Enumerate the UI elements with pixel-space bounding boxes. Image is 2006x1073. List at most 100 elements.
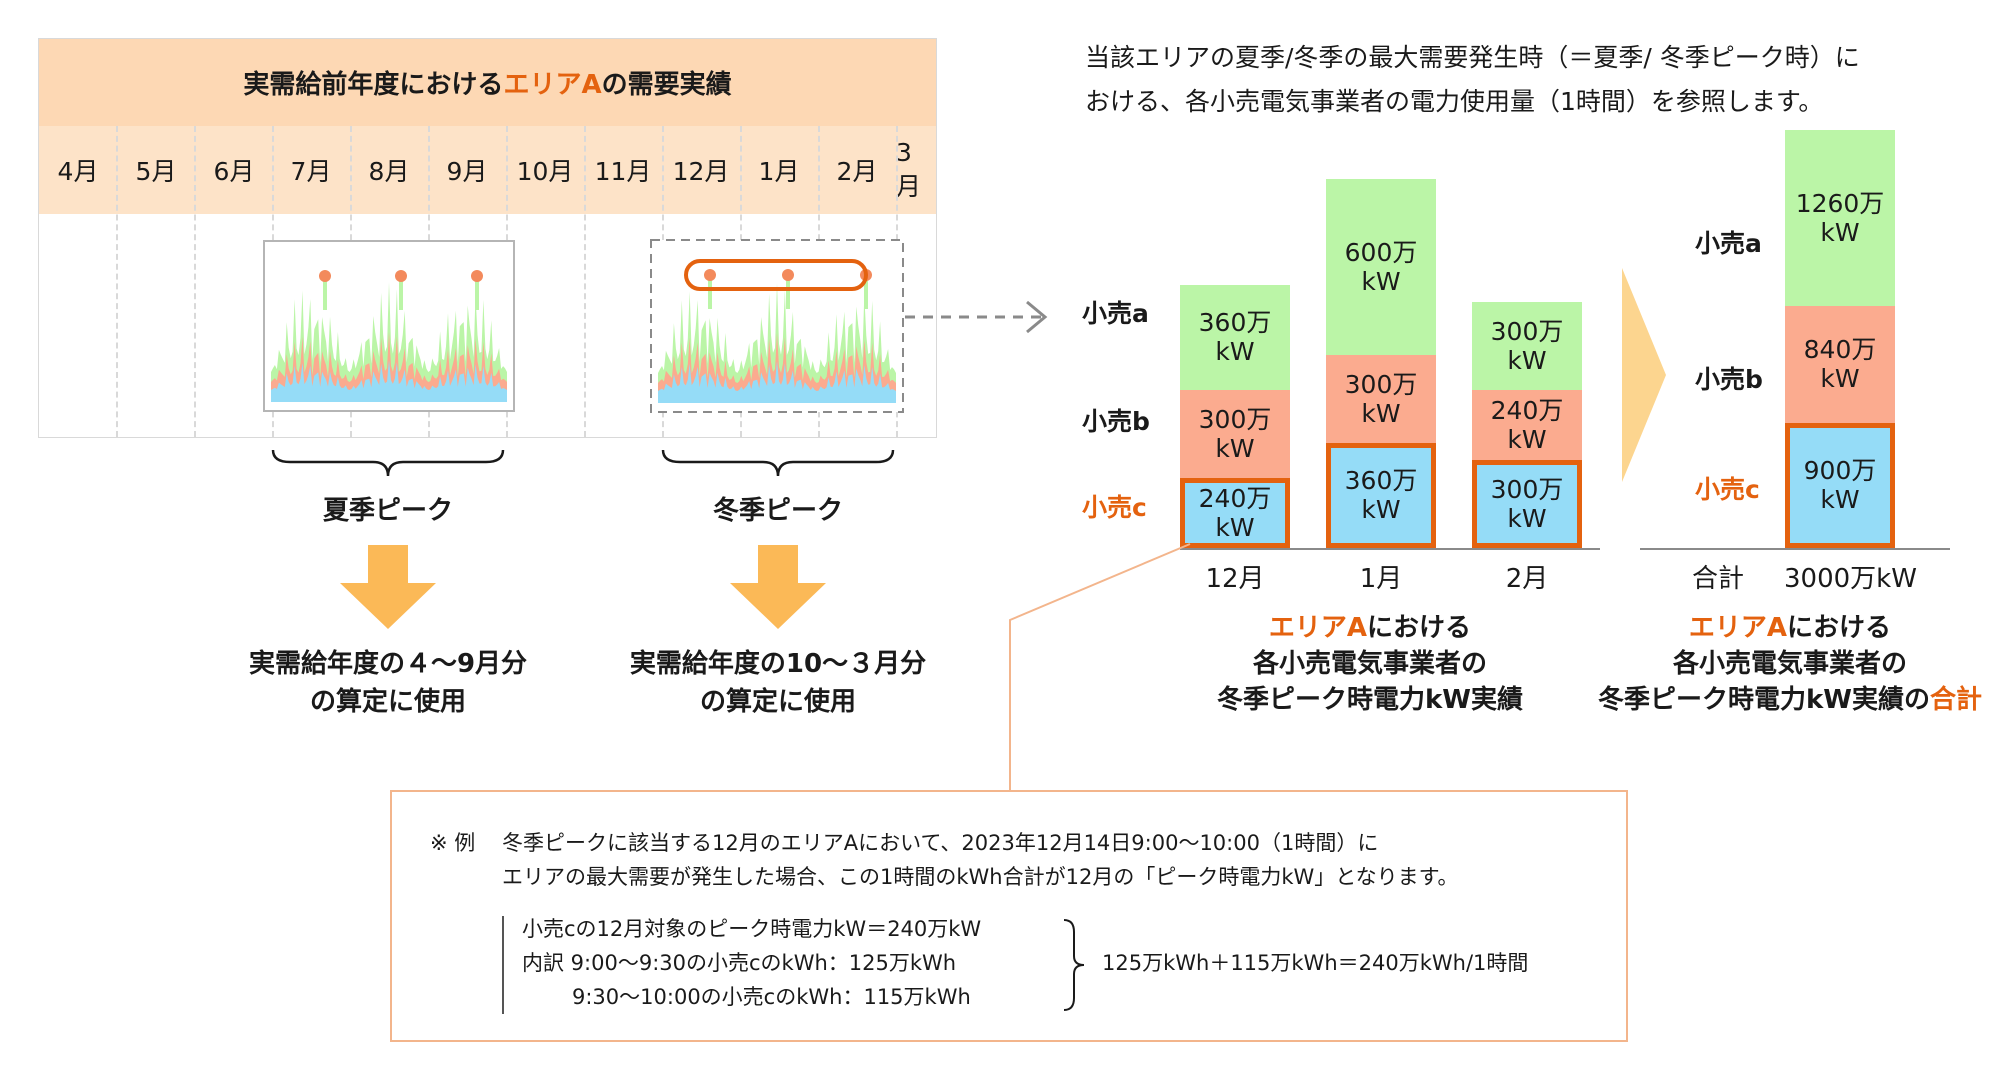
month-label: 8月 [368, 157, 410, 186]
bar-unit-label: kW [1215, 512, 1255, 542]
bar-value-label: 240万 [1490, 396, 1564, 426]
note-detail-2: 内訳 9:00～9:30の小売cのkWh：125万kWh [522, 951, 957, 975]
month-label: 6月 [213, 157, 255, 186]
bar-unit-label: kW [1507, 425, 1547, 455]
note-connector [1009, 543, 1191, 790]
peak-dot [319, 270, 331, 282]
month-label: 2月 [836, 157, 878, 186]
summer-demand-mini-chart [263, 240, 515, 412]
month-divider [116, 126, 118, 437]
x-tick-label: 2月 [1505, 564, 1549, 594]
bar-unit-label: kW [1215, 433, 1255, 463]
note-line-1: 冬季ピークに該当する12月のエリアAにおいて、2023年12月14日9:00～1… [502, 831, 1379, 855]
peak-dot [471, 270, 483, 282]
retailer-b-label: 小売b [1695, 365, 1763, 394]
month-label: 11月 [594, 157, 652, 186]
retailer-a-label: 小売a [1695, 229, 1762, 258]
total-caption: エリアAにおける 各小売電気事業者の 冬季ピーク時電力kW実績の合計 [1598, 613, 1982, 715]
demand-area [271, 360, 507, 402]
bar-unit-label: kW [1820, 218, 1860, 248]
bar-unit-label: kW [1507, 346, 1547, 376]
month-label: 10月 [516, 157, 574, 186]
dashed-arrow-icon [905, 300, 1048, 334]
bar-value-label: 900万 [1803, 456, 1877, 486]
retailer-c-label: 小売c [1082, 493, 1147, 522]
bar-value-label: 360万 [1344, 466, 1418, 496]
month-label: 1月 [758, 157, 800, 186]
month-label: 9月 [446, 157, 488, 186]
bar-value-label: 240万 [1198, 483, 1272, 513]
down-arrow-icon [730, 545, 826, 629]
winter-peak-highlight [684, 259, 868, 291]
peak-dot [704, 269, 716, 281]
bar-value-label: 360万 [1198, 308, 1272, 338]
note-mark: ※ 例 [430, 831, 476, 855]
bar-unit-label: kW [1361, 495, 1401, 525]
bar-unit-label: kW [1820, 485, 1860, 515]
bar-value-label: 600万 [1344, 238, 1418, 268]
winter-demand-mini-chart [650, 239, 904, 413]
note-detail-bar [502, 916, 504, 1014]
bar-value-label: 300万 [1490, 317, 1564, 347]
month-label: 7月 [290, 157, 332, 186]
bar-value-label: 300万 [1344, 369, 1418, 399]
summer-peak-label: 夏季ピーク [322, 496, 453, 526]
note-line-2: エリアの最大需要が発生した場合、この1時間のkWh合計が12月の「ピーク時電力k… [502, 865, 1459, 889]
note-detail-3: 9:30～10:00の小売cのkWh：115万kWh [572, 985, 971, 1009]
month-divider [584, 126, 586, 437]
total-category-label: 合計 [1692, 564, 1745, 594]
bar-value-label: 840万 [1803, 335, 1877, 365]
total-chart-baseline [1640, 548, 1950, 550]
down-arrow-icon [340, 545, 436, 629]
bar-value-label: 300万 [1490, 475, 1564, 505]
retailer-a-label: 小売a [1082, 299, 1149, 328]
peak-dot [782, 269, 794, 281]
month-label: 3月 [896, 137, 922, 201]
month-label: 4月 [57, 157, 99, 186]
winter-brace-icon [661, 449, 895, 477]
summer-brace-icon [271, 449, 505, 477]
intro-text: 当該エリアの夏季/冬季の最大需要発生時（＝夏季/ 冬季ピーク時）に おける、各小… [1085, 43, 1860, 116]
note-formula: 125万kWh＋115万kWh＝240万kWh/1時間 [1102, 951, 1529, 975]
bar-unit-label: kW [1507, 504, 1547, 534]
month-divider [194, 126, 196, 437]
winter-peak-label: 冬季ピーク [712, 496, 843, 526]
bar-unit-label: kW [1361, 267, 1401, 297]
monthly-chart-baseline [1180, 548, 1600, 550]
chevron-right-icon [1622, 268, 1666, 482]
retailer-c-label: 小売c [1695, 475, 1760, 504]
bar-unit-label: kW [1215, 337, 1255, 367]
month-label: 5月 [135, 157, 177, 186]
bar-value-label: 300万 [1198, 404, 1272, 434]
right-brace-icon [1063, 919, 1085, 1011]
x-tick-label: 1月 [1359, 564, 1403, 594]
demand-area [658, 361, 896, 403]
monthly-caption: エリアAにおける 各小売電気事業者の 冬季ピーク時電力kW実績 [1217, 613, 1523, 715]
winter-use-text: 実需給年度の10～３月分 の算定に使用 [629, 649, 927, 717]
retailer-b-label: 小売b [1082, 407, 1150, 436]
note-detail-1: 小売cの12月対象のピーク時電力kW＝240万kW [522, 917, 982, 941]
peak-dot [395, 270, 407, 282]
bar-unit-label: kW [1820, 364, 1860, 394]
total-value-label: 3000万kW [1784, 564, 1917, 594]
bar-value-label: 1260万 [1795, 189, 1885, 219]
summer-use-text: 実需給年度の４～9月分 の算定に使用 [248, 649, 528, 717]
bar-unit-label: kW [1361, 398, 1401, 428]
month-label: 12月 [672, 157, 730, 186]
x-tick-label: 12月 [1205, 564, 1265, 594]
